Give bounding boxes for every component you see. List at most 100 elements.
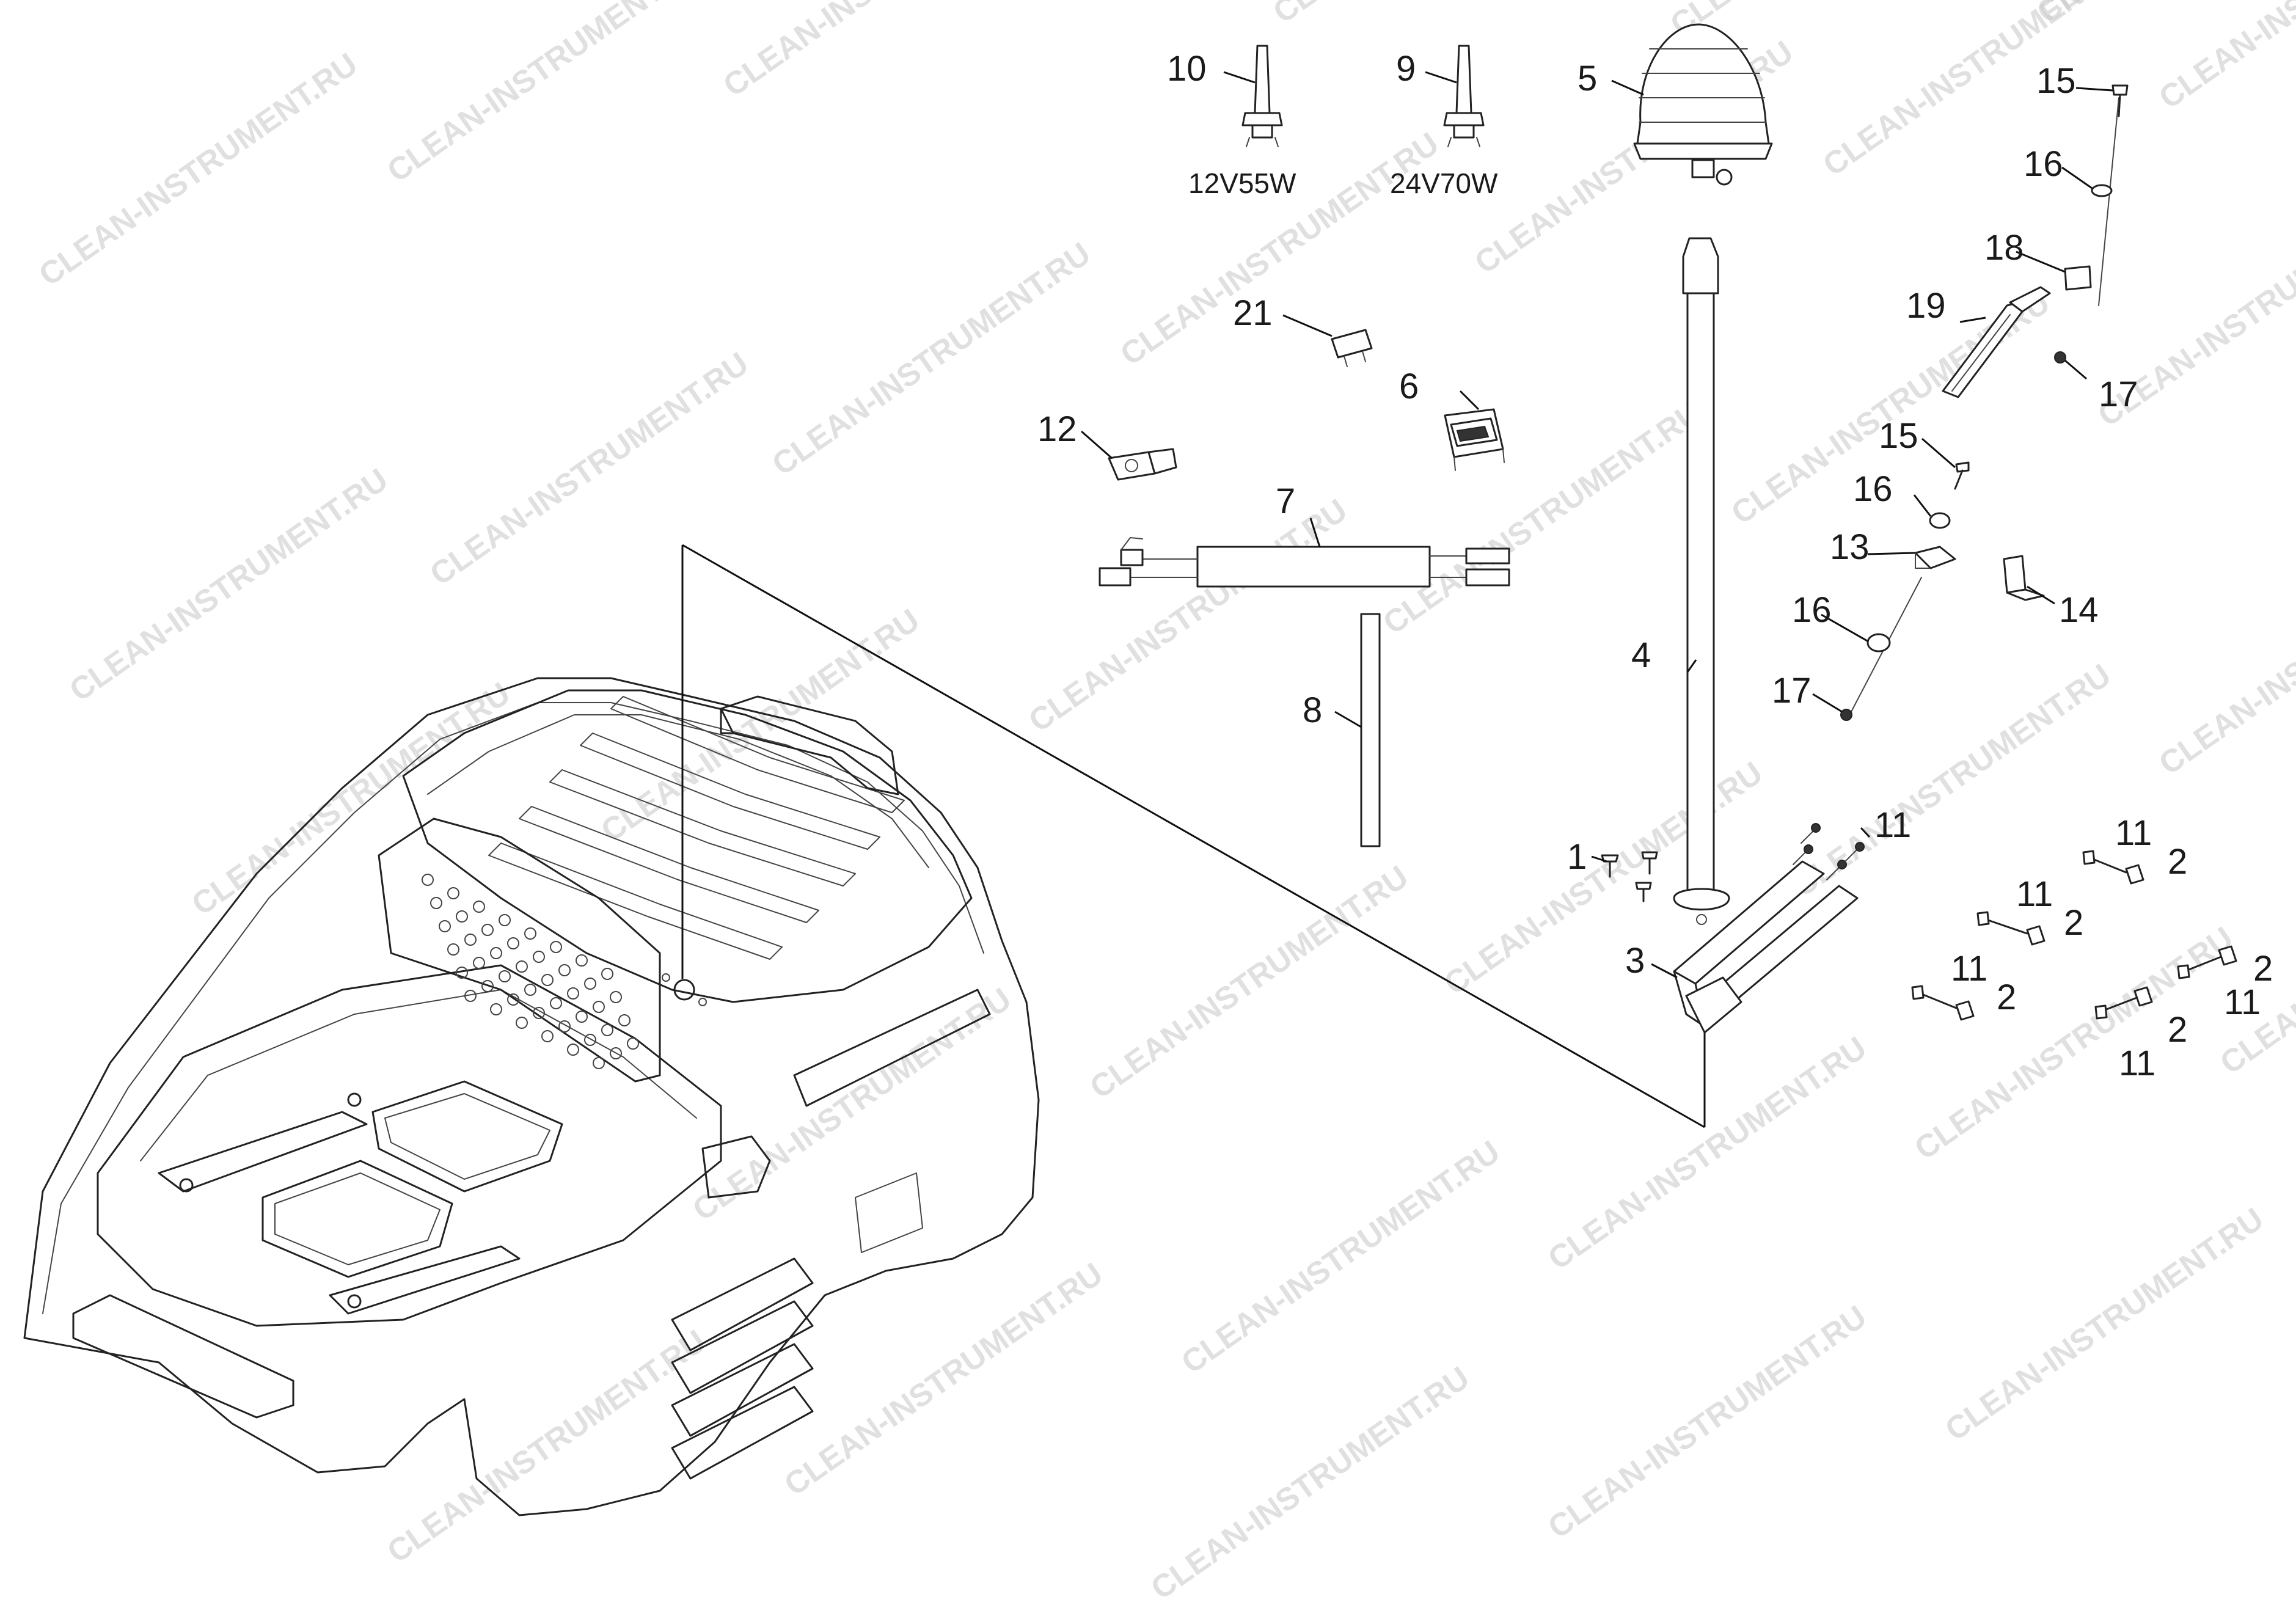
wiring-harness bbox=[1099, 537, 1510, 588]
perforation-hole bbox=[473, 957, 485, 969]
strap bbox=[1942, 286, 2051, 398]
perforation-hole bbox=[541, 1030, 554, 1042]
fuse bbox=[1331, 329, 1373, 367]
perforation-hole bbox=[490, 947, 502, 959]
callout-10: 10 bbox=[1167, 49, 1207, 89]
seat-back-perforations bbox=[422, 874, 639, 1069]
perforation-hole bbox=[533, 951, 545, 963]
watermark-text: CLEAN-INSTRUMENT.RU bbox=[1267, 0, 1598, 31]
callout-labels: 1 3 4 5 6 7 8 9 10 12 13 14 15 16 18 19 … bbox=[1037, 49, 2273, 1083]
perforation-hole bbox=[507, 993, 519, 1006]
bulb-spec-labels: 12V55W 24V70W bbox=[1188, 167, 1498, 199]
watermark-text: CLEAN-INSTRUMENT.RU bbox=[1145, 1360, 1476, 1605]
watermark-text: CLEAN-INSTRUMENT.RU bbox=[1939, 1201, 2270, 1448]
bulb-24v bbox=[1443, 45, 1485, 147]
watermark-text: CLEAN-INSTRUMENT.RU bbox=[1542, 1299, 1873, 1546]
watermark-text: CLEAN-INSTRUMENT.RU bbox=[1542, 1030, 1873, 1277]
watermark-text: CLEAN-INSTRUMENT.RU bbox=[64, 462, 395, 709]
perforation-hole bbox=[593, 1057, 605, 1069]
callout-17a: 17 bbox=[2099, 375, 2138, 414]
assembly-reference-lines bbox=[681, 544, 1706, 1128]
perforation-hole bbox=[550, 997, 562, 1009]
bulb-12v bbox=[1241, 45, 1283, 147]
rocker-switch bbox=[1444, 408, 1505, 471]
perforation-hole bbox=[447, 943, 459, 956]
watermark-text: CLEAN-INSTRUMENT.RU bbox=[424, 346, 755, 593]
mount-clip bbox=[1108, 448, 1177, 481]
perforation-hole bbox=[464, 990, 477, 1002]
perforation-hole bbox=[473, 901, 485, 913]
watermark-text: CLEAN-INSTRUMENT.RU bbox=[1438, 755, 1769, 1002]
callout-13: 13 bbox=[1830, 527, 1870, 567]
watermark-text: CLEAN-INSTRUMENT.RU bbox=[186, 676, 517, 923]
perforation-hole bbox=[593, 1001, 605, 1013]
callout-2b: 2 bbox=[2064, 903, 2083, 943]
perforation-hole bbox=[499, 970, 511, 982]
perforation-hole bbox=[490, 1003, 502, 1015]
watermark-text: CLEAN-INSTRUMENT.RU bbox=[381, 1323, 712, 1570]
perforation-hole bbox=[481, 924, 494, 936]
perforation-hole bbox=[533, 1007, 545, 1019]
callout-18: 18 bbox=[1984, 228, 2024, 268]
callout-2c: 2 bbox=[2253, 949, 2273, 989]
perforation-hole bbox=[601, 1024, 613, 1036]
watermark-text: CLEAN-INSTRUMENT.RU bbox=[33, 46, 364, 293]
screws bbox=[1601, 851, 1658, 902]
watermark-text: CLEAN-INSTRUMENT.RU bbox=[1786, 657, 2118, 904]
watermark-text: CLEAN-INSTRUMENT.RU bbox=[1817, 0, 2148, 183]
callout-11c: 11 bbox=[2016, 874, 2053, 914]
perforation-hole bbox=[464, 934, 477, 946]
perforation-hole bbox=[610, 1047, 622, 1059]
perforation-hole bbox=[558, 1020, 571, 1033]
callout-19: 19 bbox=[1906, 286, 1946, 326]
lower-fastener-stack bbox=[1840, 461, 1970, 721]
callout-16c: 16 bbox=[1792, 590, 1832, 630]
callout-7: 7 bbox=[1276, 481, 1295, 521]
perforation-hole bbox=[541, 974, 554, 986]
perforation-hole bbox=[456, 967, 468, 979]
watermark-text: CLEAN-INSTRUMENT.RU bbox=[2153, 0, 2296, 116]
perforation-hole bbox=[584, 978, 596, 990]
small-bracket bbox=[2003, 555, 2045, 601]
perforation-hole bbox=[516, 1017, 528, 1029]
callout-2e: 2 bbox=[2168, 1010, 2187, 1050]
watermark-text: CLEAN-INSTRUMENT.RU bbox=[687, 981, 1018, 1228]
callout-11e: 11 bbox=[2224, 982, 2261, 1022]
mount-bracket bbox=[1673, 860, 1859, 1034]
perforation-hole bbox=[567, 987, 579, 1000]
perforation-hole bbox=[439, 920, 451, 932]
callout-4: 4 bbox=[1631, 635, 1651, 675]
callout-15a: 15 bbox=[2036, 61, 2076, 101]
watermark-text: CLEAN-INSTRUMENT.RU bbox=[595, 602, 926, 849]
callout-21: 21 bbox=[1233, 293, 1273, 333]
callout-14: 14 bbox=[2059, 590, 2099, 630]
perforation-hole bbox=[524, 984, 536, 996]
beacon-lamp bbox=[1633, 23, 1773, 186]
perforation-hole bbox=[524, 927, 536, 940]
callout-11a: 11 bbox=[1874, 805, 1911, 845]
perforation-hole bbox=[447, 887, 459, 899]
callout-9: 9 bbox=[1396, 49, 1416, 89]
callout-15b: 15 bbox=[1879, 416, 1918, 456]
rubber-strip bbox=[1360, 613, 1381, 847]
callout-8: 8 bbox=[1303, 690, 1322, 730]
callout-2a: 2 bbox=[2168, 842, 2187, 882]
perforation-hole bbox=[618, 1014, 631, 1026]
leader-lines bbox=[1081, 71, 2113, 979]
perforation-hole bbox=[430, 897, 442, 909]
bracket-bolts bbox=[1793, 823, 1865, 880]
mower-body bbox=[23, 677, 1040, 1516]
perforation-hole bbox=[601, 968, 613, 980]
perforation-hole bbox=[422, 874, 434, 886]
callout-11f: 11 bbox=[2119, 1044, 2155, 1083]
perforation-hole bbox=[610, 991, 622, 1003]
watermark-text: CLEAN-INSTRUMENT.RU bbox=[1175, 1134, 1507, 1381]
beacon-pole bbox=[1673, 237, 1730, 925]
callout-3: 3 bbox=[1625, 941, 1645, 981]
perforation-hole bbox=[499, 914, 511, 926]
watermark-text: CLEAN-INSTRUMENT.RU bbox=[381, 0, 712, 189]
watermark-text: CLEAN-INSTRUMENT.RU bbox=[1377, 395, 1708, 642]
callout-16a: 16 bbox=[2024, 144, 2063, 184]
callout-2d: 2 bbox=[1997, 978, 2016, 1017]
